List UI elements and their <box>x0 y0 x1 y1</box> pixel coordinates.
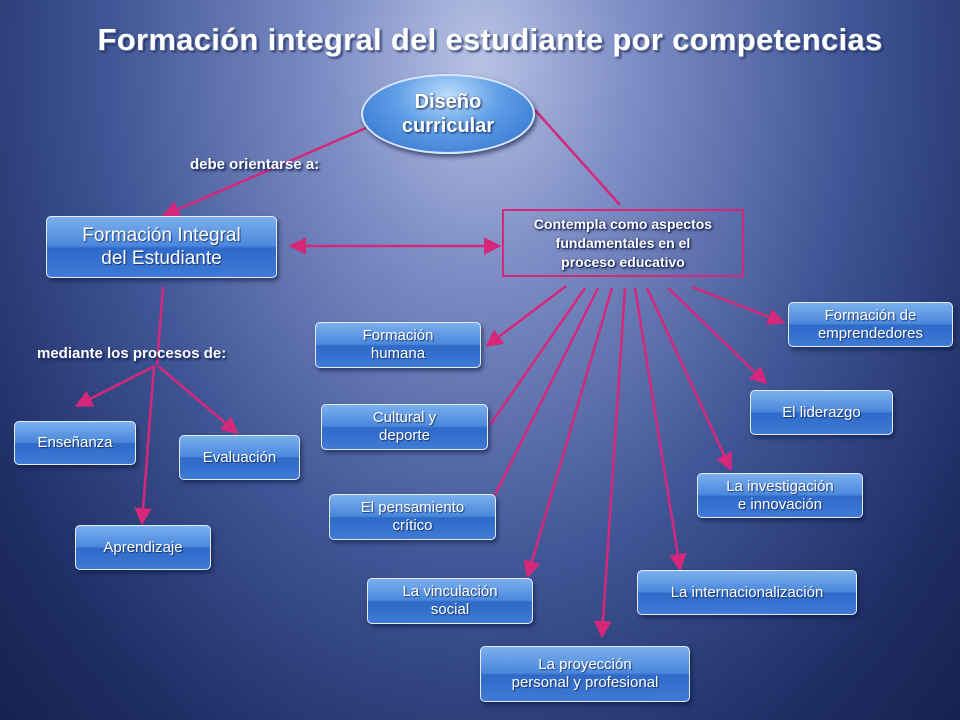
node-internacionalizacion: La internacionalización <box>637 570 857 615</box>
node-cultural-deporte-label: Cultural y deporte <box>372 409 437 444</box>
line-to-emprendedores <box>691 285 786 326</box>
node-evaluacion-label: Evaluación <box>202 448 277 466</box>
node-aprendizaje-label: Aprendizaje <box>103 538 183 556</box>
node-liderazgo-label: El liderazgo <box>782 403 861 421</box>
node-ensenanza: Enseñanza <box>14 421 136 465</box>
node-formacion-humana-label: Formación humana <box>362 327 434 362</box>
line-root-to-contempla <box>534 109 621 206</box>
page-title: Formación integral del estudiante por co… <box>97 22 883 57</box>
line-to-internacionalizacion <box>633 287 687 572</box>
node-proyeccion-personal-label: La proyección personal y profesional <box>511 656 659 691</box>
root-node-diseno-curricular: Diseño curricular <box>361 74 535 154</box>
node-ensenanza-label: Enseñanza <box>37 434 113 451</box>
line-root-to-formacion <box>161 126 367 218</box>
node-investigacion-innovacion: La investigación e innovación <box>697 473 863 518</box>
line-formacion-down <box>155 286 165 366</box>
node-investigacion-innovacion-label: La investigación e innovación <box>726 477 834 513</box>
node-emprendedores-label: Formación de emprendedores <box>817 306 924 342</box>
line-to-liderazgo <box>667 287 768 385</box>
node-aprendizaje: Aprendizaje <box>75 525 211 570</box>
node-vinculacion-social-label: La vinculación social <box>402 583 498 618</box>
root-node-label: Diseño curricular <box>401 91 495 137</box>
edge-label-mediante: mediante los procesos de: <box>37 345 227 362</box>
node-contempla-label: Contempla como aspectos fundamentales en… <box>533 215 713 270</box>
line-to-cultural <box>488 287 587 426</box>
node-formacion-humana: Formación humana <box>315 322 481 368</box>
line-to-ensenanza <box>74 364 156 407</box>
edge-label-orienta: debe orientarse a: <box>190 156 320 173</box>
node-pensamiento-critico-label: El pensamiento crítico <box>360 499 465 534</box>
node-contempla: Contempla como aspectos fundamentales en… <box>502 209 744 277</box>
line-to-aprendizaje <box>134 365 156 526</box>
node-liderazgo: El liderazgo <box>750 390 893 435</box>
line-to-vinculacion <box>523 287 614 579</box>
line-to-formacion-humana <box>485 285 567 348</box>
node-proyeccion-personal: La proyección personal y profesional <box>480 646 690 702</box>
node-formacion-integral-label: Formación Integral del Estudiante <box>82 225 241 269</box>
node-emprendedores: Formación de emprendedores <box>788 302 953 347</box>
node-pensamiento-critico: El pensamiento crítico <box>329 494 496 540</box>
node-vinculacion-social: La vinculación social <box>367 578 533 624</box>
line-to-proyeccion <box>594 287 627 639</box>
line-to-evaluacion <box>157 365 239 435</box>
node-cultural-deporte: Cultural y deporte <box>321 404 488 450</box>
node-formacion-integral: Formación Integral del Estudiante <box>46 216 277 278</box>
node-internacionalizacion-label: La internacionalización <box>670 583 824 601</box>
line-to-pensamiento <box>493 287 600 496</box>
node-evaluacion: Evaluación <box>179 435 300 480</box>
line-to-investigacion <box>645 287 733 472</box>
